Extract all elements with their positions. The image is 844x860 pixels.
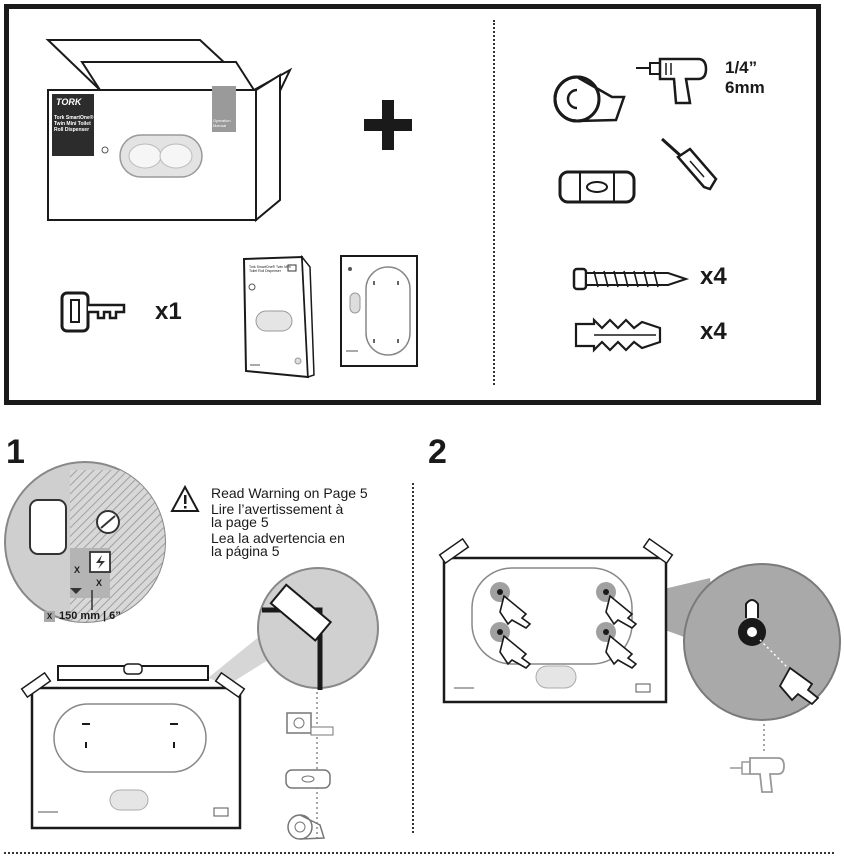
anchor-quantity: x4 bbox=[700, 318, 727, 345]
key-icon bbox=[60, 291, 126, 333]
mounting-template bbox=[340, 255, 418, 367]
clearance-label: 150 mm | 6” bbox=[59, 610, 121, 622]
x-mark-legend: X bbox=[44, 611, 55, 622]
warning-icon bbox=[170, 484, 200, 512]
instruction-booklet bbox=[242, 254, 315, 379]
screw-quantity: x4 bbox=[700, 263, 727, 290]
x-mark-2: X bbox=[96, 578, 103, 588]
x-mark-1: X bbox=[74, 565, 81, 575]
kit-divider bbox=[493, 20, 495, 385]
carton-product-label: Tork SmartOne® Twin Mini Toilet Roll Dis… bbox=[54, 115, 94, 133]
warning-text: Read Warning on Page 5 Lire l’avertissem… bbox=[211, 485, 368, 559]
plus-icon bbox=[364, 100, 412, 150]
wall-anchor-icon bbox=[574, 317, 662, 353]
step-1-number: 1 bbox=[6, 433, 25, 471]
screw-icon bbox=[572, 267, 690, 291]
step1-template-diagram bbox=[20, 567, 379, 842]
step-divider bbox=[412, 483, 414, 833]
screwdriver-icon bbox=[660, 137, 718, 191]
clearance-magnifier bbox=[4, 461, 166, 623]
carton-side-label: Operation Manual bbox=[213, 118, 231, 128]
drill-size-label: 1/4” 6mm bbox=[725, 58, 765, 97]
carton-brand: TORK bbox=[56, 97, 82, 107]
key-quantity: x1 bbox=[155, 298, 182, 325]
tape-icon bbox=[553, 75, 626, 123]
step-2-number: 2 bbox=[428, 433, 447, 471]
drill-icon bbox=[636, 57, 708, 105]
page-bottom-divider bbox=[4, 852, 834, 854]
step2-drilling-diagram bbox=[438, 537, 841, 793]
level-icon bbox=[558, 170, 636, 204]
booklet-title: Tork SmartOne® Twin Mini Toilet Roll Dis… bbox=[249, 265, 291, 273]
